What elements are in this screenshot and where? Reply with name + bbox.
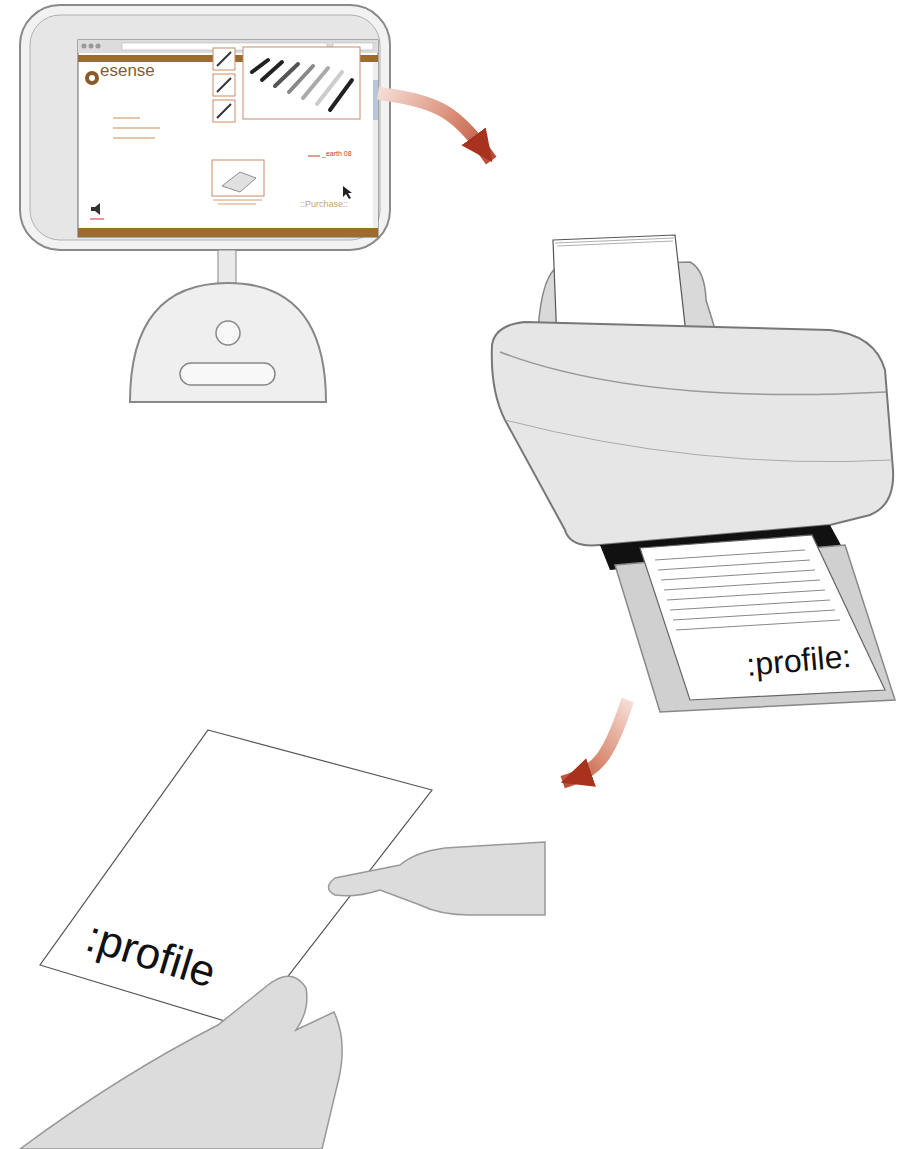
printer (492, 235, 895, 712)
flow-arrow (563, 700, 628, 782)
monitor (20, 5, 390, 402)
screen-node: esense_earth 08::Purchase:: (78, 40, 378, 237)
printer-node: :profile: (485, 180, 893, 700)
paper-title: :profile: (745, 639, 853, 683)
left-hand (20, 976, 342, 1149)
held-paper-node: :profile (40, 730, 540, 1030)
right-hand (329, 842, 546, 915)
link-text: _earth 08 (322, 150, 352, 158)
button-text: ::Purchase:: (300, 200, 348, 210)
logo-text: esense (100, 62, 155, 81)
flow-arrow (378, 93, 491, 160)
